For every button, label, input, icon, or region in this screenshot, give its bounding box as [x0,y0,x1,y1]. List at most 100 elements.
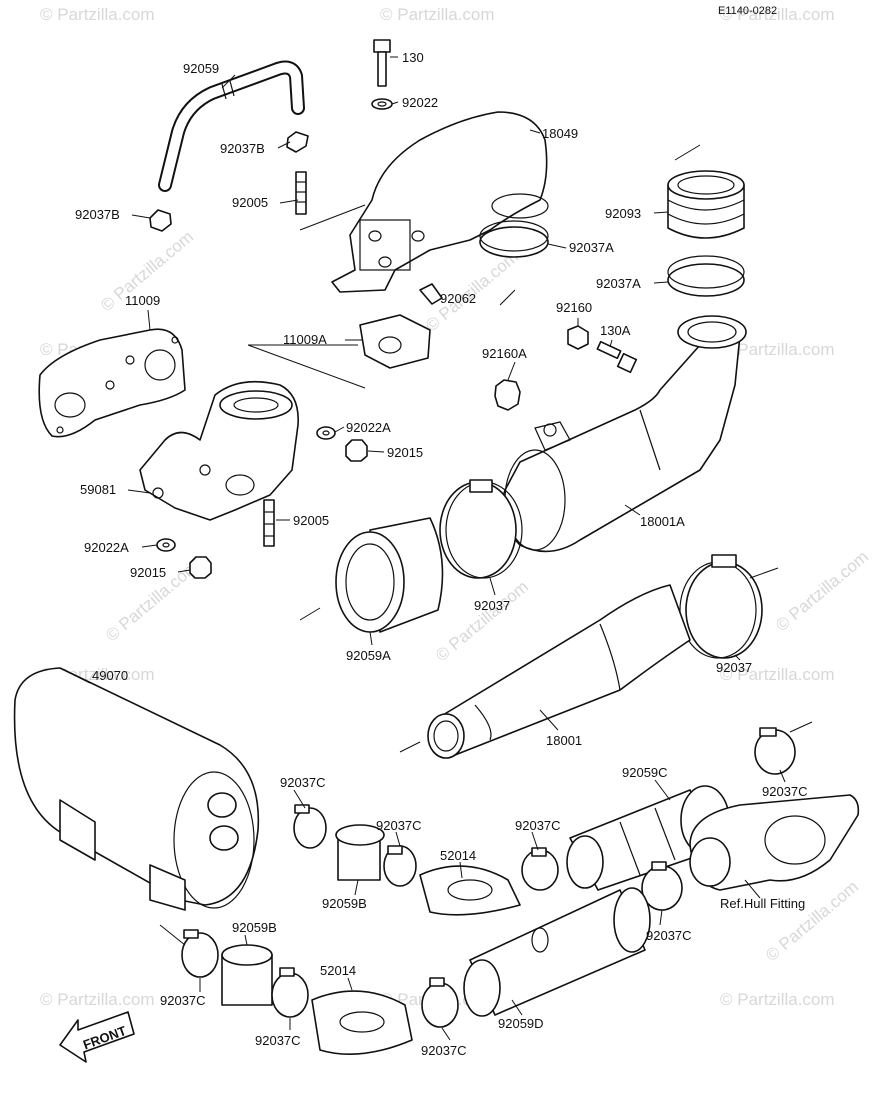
watermark: © Partzilla.com [772,547,872,635]
label-130A: 130A [600,323,631,338]
bolt-130 [373,39,391,87]
clamp-92037C [293,804,327,849]
leader-lines [59,56,786,1041]
hull-fitting [689,794,860,891]
watermark: © Partzilla.com [40,5,155,24]
label-92059A: 92059A [346,648,391,663]
label-92037C: 92037C [376,818,422,833]
clip-92037B [286,131,309,153]
watermark: © Partzilla.com [720,340,835,359]
hose-92059D [463,887,651,1017]
watermark: © Partzilla.com [40,990,155,1009]
bolt-130A [596,340,638,374]
direction-marks [299,144,813,753]
coupling-92093 [667,170,745,239]
waterbox-49070 [13,667,260,911]
clamp-92037C [271,967,309,1018]
adapter-59081 [139,380,299,521]
label-52014: 52014 [440,848,476,863]
label-92037: 92037 [474,598,510,613]
label-92160: 92160 [556,300,592,315]
label-92037C: 92037C [515,818,561,833]
clamp-92037C [383,845,417,887]
label-92059B: 92059B [322,896,367,911]
label-92037B: 92037B [75,207,120,222]
nut-92160A [494,379,521,411]
label-92093: 92093 [605,206,641,221]
label-92059: 92059 [183,61,219,76]
muffler-18001A [501,315,747,553]
watermark: © Partzilla.com [380,5,495,24]
hose-92059A [335,517,444,633]
label-92022: 92022 [402,95,438,110]
hose-92059 [158,60,305,192]
elbow-52014 [419,865,521,916]
clamp-92037A [667,255,745,297]
nipple-92005 [295,171,307,215]
watermark: © Partzilla.com [432,577,532,665]
gasket-11009A [359,314,431,369]
label-92015: 92015 [387,445,423,460]
washer-92022A [316,426,336,440]
label-92059C: 92059C [622,765,668,780]
label-92015: 92015 [130,565,166,580]
rubber-92160 [567,325,589,350]
label-92037A: 92037A [596,276,641,291]
label-92022A: 92022A [346,420,391,435]
clamp-92037C [521,847,559,891]
watermark: © Partzilla.com [720,665,835,684]
clamp-92037C [641,861,683,911]
label-92037C: 92037C [160,993,206,1008]
label-11009: 11009 [125,293,160,308]
label-49070: 49070 [92,668,128,683]
label-ref-hull-fitting: Ref.Hull Fitting [720,896,805,911]
label-92037C: 92037C [280,775,326,790]
clip-92037B [149,209,172,232]
label-92037A: 92037A [569,240,614,255]
label-92160A: 92160A [482,346,527,361]
clamp-92037 [439,479,523,579]
label-92062: 92062 [440,291,476,306]
hose-92059B [335,824,385,881]
label-11009A: 11009A [283,332,327,347]
label-92037C: 92037C [421,1043,467,1058]
label-92059B: 92059B [232,920,277,935]
label-92059D: 92059D [498,1016,544,1031]
watermark: © Partzilla.com [720,990,835,1009]
label-92037C: 92037C [646,928,692,943]
nut-92015 [345,439,368,462]
doc-code: E1140-0282 [718,5,777,17]
watermark: © Partzilla.com [762,877,862,965]
manifold-18049 [331,111,549,293]
label-92037C: 92037C [762,784,808,799]
label-92022A: 92022A [84,540,129,555]
label-130: 130 [402,50,424,65]
nipple-92005 [263,499,275,547]
label-18001A: 18001A [640,514,685,529]
label-92037: 92037 [716,660,752,675]
label-92037C: 92037C [255,1033,301,1048]
label-59081: 59081 [80,482,116,497]
label-18001: 18001 [546,733,582,748]
label-92005: 92005 [293,513,329,528]
front-arrow: FRONT [59,1011,135,1063]
hose-92059B [221,944,273,1006]
watermark: © Partzilla.com [720,5,835,24]
label-92037B: 92037B [220,141,265,156]
label-92005: 92005 [232,195,268,210]
gasket-11009 [38,328,186,438]
clamp-92037A [479,220,549,258]
clamp-92037C [754,727,796,775]
washer-92022A [156,538,176,552]
label-18049: 18049 [542,126,578,141]
washer-92022 [371,98,393,110]
clamp-92037C [181,929,219,978]
clamp-92037 [679,554,763,659]
label-52014: 52014 [320,963,356,978]
fitting-92062 [419,283,443,305]
part-labels: 92059 130 92022 18049 92037B 92005 92037… [75,50,808,1058]
nut-92015 [189,556,212,579]
pipe-18001 [427,584,691,759]
clamp-92037C [421,977,459,1028]
